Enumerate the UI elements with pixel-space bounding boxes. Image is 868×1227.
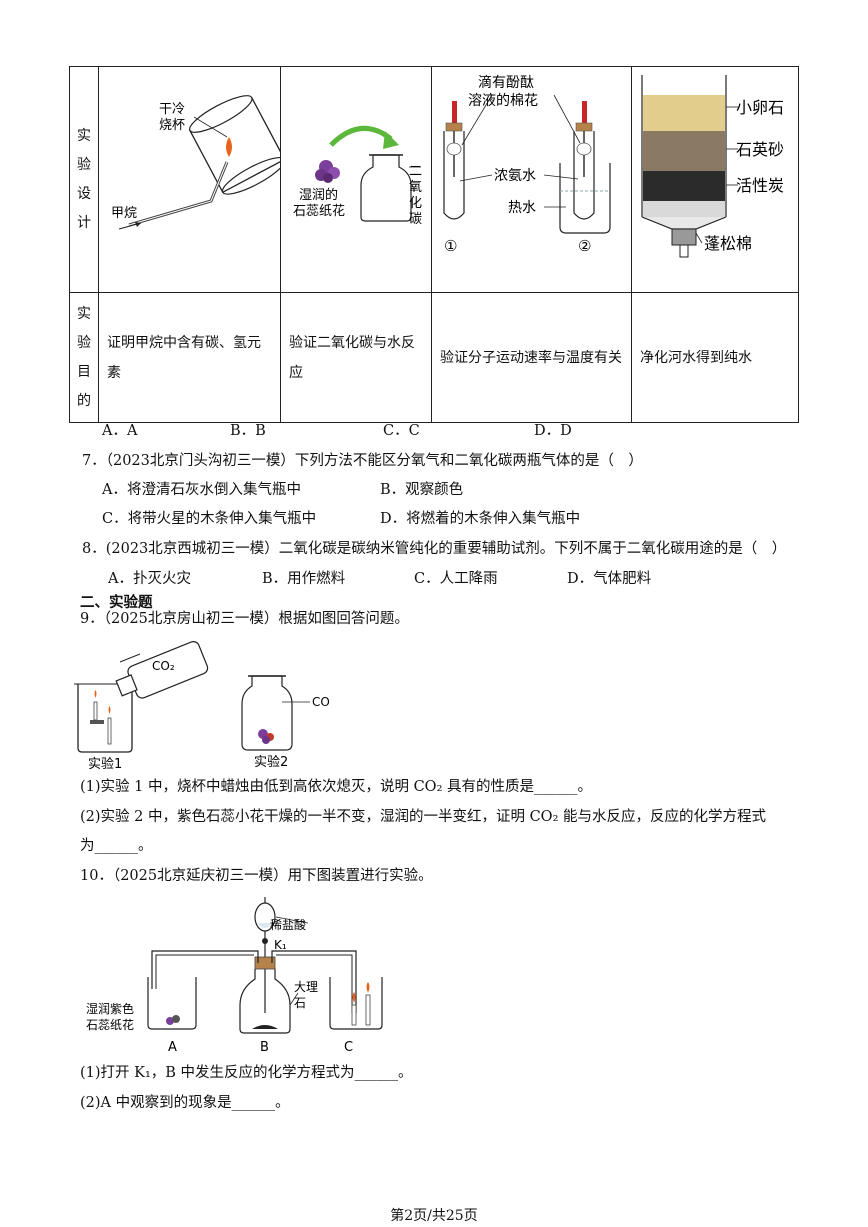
marble-label-2: 石 (294, 996, 306, 1010)
co2-pouring-bottle (115, 641, 209, 699)
design-row: 实 验 设 计 干冷 烧杯 甲烷 (69, 66, 799, 293)
header-char: 验 (77, 156, 91, 173)
activated-carbon-label: 活性炭 (736, 176, 784, 195)
q7-option-a[interactable]: A．将澄清石灰水倒入集气瓶中 (102, 482, 301, 498)
q8-option-c[interactable]: C．人工降雨 (414, 571, 498, 587)
methane-apparatus-drawing: 干冷 烧杯 甲烷 (111, 95, 286, 230)
acid-label: 稀盐酸 (270, 917, 306, 932)
methane-label: 甲烷 (111, 206, 137, 221)
q9-part1: (1)实验 1 中，烧杯中蜡烛由低到高依次熄灭，说明 CO₂ 具有的性质是___… (80, 779, 592, 795)
co2-vertical-char: 碳 (409, 212, 422, 227)
hot-water-label: 热水 (508, 200, 536, 216)
co2-bottle-drawing: 湿润的 石蕊纸花 二 氧 化 碳 (293, 125, 422, 227)
purpose-row: 实 验 目 的 证明甲烷中含有碳、氢元素 验证二氧化碳与水反应 验证分子运动速率… (69, 292, 799, 423)
q10-figure: 稀盐酸 K₁ 大理 石 湿润紫色 石蕊纸花 A B C (86, 897, 383, 1055)
figure-b-co2-water: 湿润的 石蕊纸花 二 氧 化 碳 (280, 66, 432, 293)
litmus-label-2: 石蕊纸花 (293, 203, 345, 219)
q10-part1: (1)打开 K₁，B 中发生反应的化学方程式为______。 (80, 1065, 413, 1081)
label-a: A (168, 1040, 177, 1055)
q10-part2: (2)A 中观察到的现象是______。 (80, 1095, 290, 1111)
q6-option-c[interactable]: C．C (383, 423, 420, 439)
q9-part2-line2: 为______。 (80, 838, 153, 854)
water-filter-drawing: 小卵石 石英砂 活性炭 蓬松棉 (641, 75, 784, 258)
label-b: B (260, 1040, 269, 1055)
q7-option-b[interactable]: B．观察颜色 (380, 482, 464, 498)
purpose-cell-c: 验证分子运动速率与温度有关 (431, 292, 632, 423)
phenolphthalein-label-1: 滴有酚酞 (478, 74, 534, 91)
q7-option-c[interactable]: C．将带火星的木条伸入集气瓶中 (102, 511, 317, 527)
design-row-header: 实 验 设 计 (69, 66, 99, 293)
beaker-label-1: 干冷 (159, 102, 185, 117)
section-heading: 二、实验题 (80, 595, 153, 611)
q8-option-d[interactable]: D．气体肥料 (567, 571, 652, 587)
q7-option-d[interactable]: D．将燃着的木条伸入集气瓶中 (380, 511, 581, 527)
page-footer: 第2页/共25页 (390, 1208, 478, 1224)
flower-label-1: 湿润紫色 (86, 1001, 134, 1016)
beaker-c (329, 977, 383, 1030)
co2-vertical-char: 氧 (409, 180, 422, 195)
purpose-cell-b: 验证二氧化碳与水反应 (280, 292, 432, 423)
quartz-sand-label: 石英砂 (736, 140, 784, 159)
figure-a-methane: 干冷 烧杯 甲烷 (98, 66, 286, 293)
q6-option-b[interactable]: B．B (230, 423, 266, 439)
header-char: 计 (77, 214, 91, 231)
experiment2-bottle (241, 675, 310, 751)
flower-label-2: 石蕊纸花 (86, 1017, 134, 1032)
header-char: 的 (77, 392, 91, 409)
caption-exp1: 实验1 (88, 756, 122, 772)
marble-label-1: 大理 (294, 980, 318, 994)
experiment1-beaker (74, 653, 141, 753)
experiment-table: 实 验 设 计 干冷 烧杯 甲烷 (69, 66, 799, 423)
q7-stem: 7．（2023北京门头沟初三一模）下列方法不能区分氧气和二氧化碳两瓶气体的是（ … (82, 453, 643, 469)
q8-option-b[interactable]: B．用作燃料 (262, 571, 346, 587)
q9-stem: 9．（2025北京房山初三一模）根据如图回答问题。 (80, 611, 409, 627)
q6-option-a[interactable]: A．A (102, 423, 138, 439)
beaker-a (147, 977, 197, 1030)
q10-stem: 10．（2025北京延庆初三一模）用下图装置进行实验。 (80, 868, 433, 884)
label-c: C (344, 1040, 353, 1055)
purpose-row-header: 实 验 目 的 (69, 292, 99, 423)
co2-vertical-char: 二 (409, 164, 422, 179)
q9-part2-line1: (2)实验 2 中，紫色石蕊小花干燥的一半不变，湿润的一半变红，证明 CO₂ 能… (80, 809, 766, 825)
co2-label-jar: CO₂ (312, 695, 330, 709)
q9-figure: CO₂ 实验1 CO₂ 实验2 (74, 641, 330, 772)
tube-number-2: ② (578, 237, 591, 255)
ammonia-label: 浓氨水 (494, 168, 536, 184)
caption-exp2: 实验2 (254, 754, 288, 770)
k1-label: K₁ (274, 938, 287, 952)
flask-b (239, 897, 291, 1034)
cotton-label: 蓬松棉 (704, 234, 752, 253)
pebble-label: 小卵石 (736, 98, 784, 117)
co2-vertical-char: 化 (409, 196, 422, 211)
header-char: 验 (77, 334, 91, 351)
litmus-label-1: 湿润的 (299, 187, 338, 203)
figure-c-molecule-motion: 滴有酚酞 溶液的棉花 浓氨水 热水 ① ② (431, 66, 632, 293)
beaker-label-2: 烧杯 (159, 118, 185, 133)
q8-option-a[interactable]: A．扑灭火灾 (108, 571, 191, 587)
header-char: 实 (77, 127, 91, 144)
co2-label-bottle: CO₂ (152, 659, 175, 673)
purpose-cell-d: 净化河水得到纯水 (631, 292, 799, 423)
phenolphthalein-label-2: 溶液的棉花 (468, 92, 538, 109)
q6-option-d[interactable]: D．D (534, 423, 572, 439)
litmus-flower-icon (315, 160, 340, 183)
header-char: 目 (77, 363, 91, 380)
header-char: 设 (77, 185, 91, 202)
figure-d-water-filter: 小卵石 石英砂 活性炭 蓬松棉 (631, 66, 799, 293)
purpose-cell-a: 证明甲烷中含有碳、氢元素 (98, 292, 281, 423)
header-char: 实 (77, 305, 91, 322)
q8-stem: 8．(2023北京西城初三一模）二氧化碳是碳纳米管纯化的重要辅助试剂。下列不属于… (82, 541, 787, 557)
tube-number-1: ① (444, 237, 457, 255)
ammonia-diffusion-drawing: 滴有酚酞 溶液的棉花 浓氨水 热水 ① ② (443, 74, 611, 255)
